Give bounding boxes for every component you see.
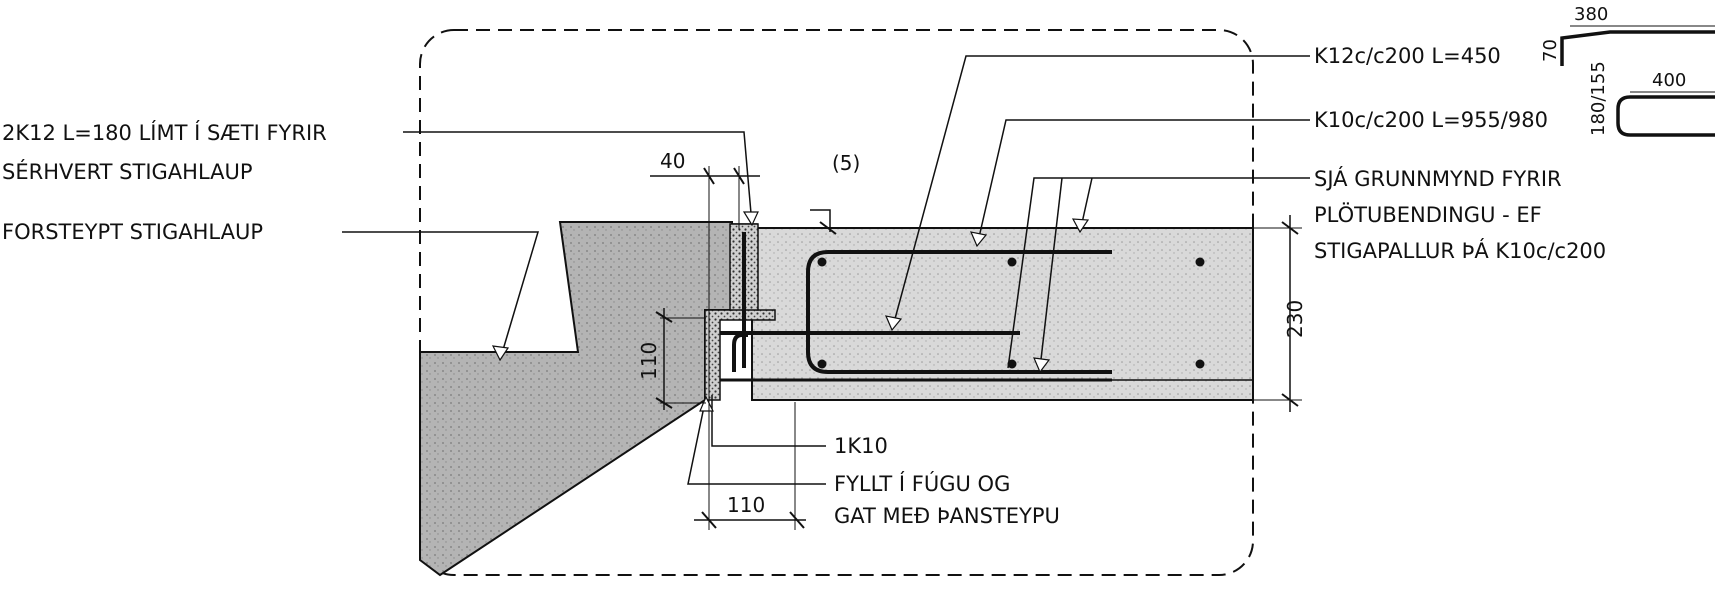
dim-shape2-length: 400 [1652,70,1686,91]
label-bar-k10: K10c/c200 L=955/980 [1314,108,1548,132]
label-precast-stair: FORSTEYPT STIGAHLAUP [2,220,263,244]
bar-dot-1 [817,257,827,267]
leader-anchor-arrow [742,211,759,227]
bar-dot-5 [1007,359,1017,369]
label-joint-fill-line1: FYLLT Í FÚGU OG [834,471,1010,496]
bar-k10-loop [806,250,1112,374]
label-see-plan-line1: SJÁ GRUNNMYND FYRIR [1314,166,1562,191]
leader-see-plan-arrow-2 [1033,357,1051,374]
label-anchor-bars-line2: SÉRHVERT STIGAHLAUP [2,159,253,184]
dim-110h-tick-2 [789,511,805,529]
label-anchor-bars-line1: 2K12 L=180 LÍMT Í SÆTI FYRIR [2,120,327,145]
shape-k12-diagram [1560,30,1715,66]
leader-k10 [976,119,1310,247]
dim-gap-width: 40 [660,149,685,173]
shape-k10-diagram [1616,95,1715,137]
bar-dot-4 [817,359,827,369]
dim-5-line [810,209,831,232]
bar-dot-2 [1007,257,1017,267]
dim-seat-width: 110 [727,493,765,517]
dim-slab-thickness: 230 [1283,300,1307,338]
bar-dot-6 [1195,359,1205,369]
leader-joint-fill [687,396,826,485]
precast-stair [419,221,733,577]
dim-seat-height: 110 [637,342,661,380]
leader-precast-stair [342,231,540,361]
leader-k10-arrow [969,231,988,248]
label-see-plan-line2: PLÖTUBENDINGU - EF [1314,202,1542,227]
label-bar-1k10: 1K10 [834,434,888,458]
dim-shape1-leg: 70 [1540,39,1561,62]
leader-k12-arrow [884,315,903,332]
dim-shape1-length: 380 [1574,4,1608,25]
leader-k12 [891,55,1310,331]
leader-see-plan [1007,177,1310,369]
dim-230-tick-1 [1281,221,1299,235]
leader-see-plan-2 [1039,177,1063,369]
dim-110h-tick-1 [701,511,717,529]
dim-shape2-leg: 180/155 [1588,61,1609,136]
leader-precast-arrow [491,345,510,362]
dim-gap-offset: (5) [832,151,860,175]
dim-110v-tick-1 [655,311,673,323]
leader-see-plan-arrow [1071,218,1090,234]
dim-230-tick-2 [1281,393,1299,407]
dim-5-tick [819,221,837,235]
leader-anchor-bars [403,131,753,226]
label-bar-k12: K12c/c200 L=450 [1314,44,1501,68]
label-see-plan-line3: STIGAPALLUR ÞÁ K10c/c200 [1314,238,1606,263]
label-joint-fill-line2: GAT MEÐ ÞANSTEYPU [834,504,1060,528]
leader-1k10 [711,395,826,447]
bar-dot-3 [1195,257,1205,267]
